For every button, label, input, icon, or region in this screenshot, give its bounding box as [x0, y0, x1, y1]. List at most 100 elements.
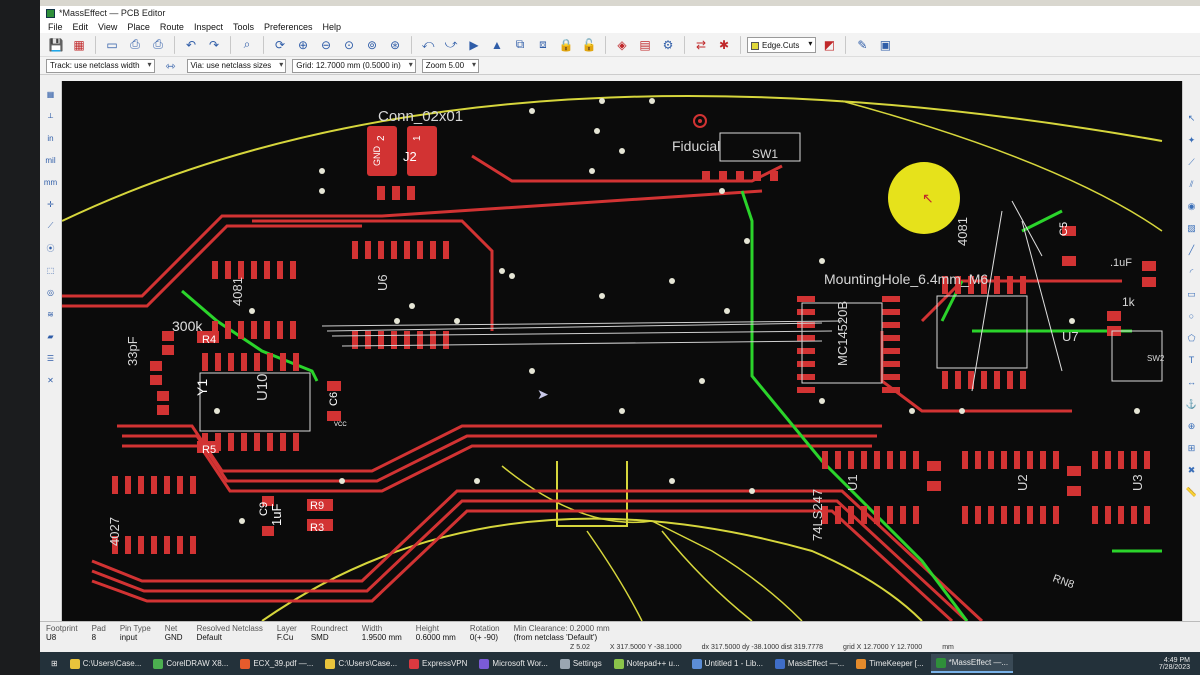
netlist-icon[interactable]: ◈	[617, 37, 627, 52]
taskbar-item-active[interactable]: *MassEffect —...	[930, 654, 1014, 673]
units-mm[interactable]: mm	[43, 177, 58, 187]
route-icon[interactable]: ⟋	[1188, 156, 1195, 167]
system-clock[interactable]: 4:49 PM 7/28/2023	[1159, 657, 1200, 671]
taskbar-item[interactable]: Settings	[555, 654, 607, 673]
line-icon[interactable]: ╱	[1188, 244, 1195, 255]
taskbar-item[interactable]: ECX_39.pdf —...	[235, 654, 318, 673]
highlight-net-icon[interactable]: ✦	[1187, 134, 1196, 145]
toolbar-divider	[684, 35, 685, 54]
text-icon[interactable]: T	[1188, 355, 1195, 365]
delete-icon[interactable]: ✖	[1187, 464, 1196, 475]
via-size-select[interactable]: Via: use netclass sizes	[186, 58, 287, 73]
cursor-icon[interactable]: ✛	[47, 199, 54, 209]
undo-icon[interactable]: ↶	[185, 37, 197, 52]
taskbar-item[interactable]: TimeKeeper [...	[851, 654, 928, 673]
menu-inspect[interactable]: Inspect	[193, 21, 223, 32]
taskbar-item[interactable]: MassEffect —...	[770, 654, 849, 673]
grid-origin-icon[interactable]: ⊞	[1187, 442, 1196, 453]
menu-edit[interactable]: Edit	[72, 21, 89, 32]
pcb-canvas[interactable]: ↖	[62, 81, 1182, 621]
ungroup-icon[interactable]: ⧈	[539, 37, 547, 51]
drc-icon[interactable]: ✱	[718, 37, 730, 52]
redo-icon[interactable]: ↷	[208, 37, 220, 52]
arc-icon[interactable]: ◜	[1189, 266, 1194, 277]
ic-mc14520b	[797, 296, 900, 393]
rect-icon[interactable]: ▭	[1187, 288, 1196, 299]
zone-icon[interactable]: ⬚	[46, 265, 55, 275]
layer-pair-icon[interactable]: ◩	[823, 37, 836, 52]
menu-place[interactable]: Place	[127, 21, 150, 32]
pcb-editor-window: *MassEffect — PCB Editor File Edit View …	[40, 6, 1200, 652]
zoom-selection-icon[interactable]: ⊛	[389, 37, 401, 52]
print-icon[interactable]: ⎙	[130, 37, 140, 51]
plot-icon[interactable]: ⎙	[153, 37, 163, 51]
scripting-icon[interactable]: ✎	[857, 37, 868, 52]
label-1uf-dot: .1uF	[1110, 257, 1132, 269]
page-settings-icon[interactable]: ▭	[106, 37, 118, 52]
board-setup-icon[interactable]: ▦	[73, 37, 85, 52]
unlock-icon[interactable]: 🔓	[581, 37, 597, 52]
anchor-icon[interactable]: ⚓	[1185, 398, 1198, 409]
mouse-cursor: ➤	[537, 387, 549, 403]
tool-icon[interactable]: ✕	[47, 375, 54, 385]
flip-icon[interactable]: ▶	[469, 37, 479, 52]
menu-help[interactable]: Help	[322, 21, 342, 32]
track-icon[interactable]: ≋	[47, 309, 54, 319]
taskbar-item[interactable]: C:\Users\Case...	[65, 654, 147, 673]
via-icon[interactable]: ◉	[1187, 200, 1196, 211]
console-icon[interactable]: ▣	[879, 37, 892, 52]
zoom-in-icon[interactable]: ⊕	[297, 37, 309, 52]
zone-icon[interactable]: ▨	[1187, 222, 1196, 233]
layer-selector[interactable]: Edge.Cuts	[747, 36, 817, 53]
polygon-icon[interactable]: ⬠	[1187, 332, 1196, 343]
grid-select[interactable]: Grid: 12.7000 mm (0.5000 in)	[292, 58, 416, 73]
group-icon[interactable]: ⧉	[515, 37, 525, 51]
auto-width-icon[interactable]: ⇿	[165, 58, 176, 73]
menu-preferences[interactable]: Preferences	[263, 21, 313, 32]
mirror-icon[interactable]: ▲	[491, 37, 503, 52]
diff-pair-icon[interactable]: ⫽	[1189, 178, 1194, 189]
grid-icon[interactable]: ▦	[46, 89, 55, 99]
menu-file[interactable]: File	[48, 21, 63, 32]
zoom-objects-icon[interactable]: ⊚	[366, 37, 378, 52]
menu-tools[interactable]: Tools	[232, 21, 254, 32]
zoom-select[interactable]: Zoom 5.00	[421, 58, 480, 73]
track-width-select[interactable]: Track: use netclass width	[46, 58, 155, 73]
measure-icon[interactable]: 📏	[1185, 486, 1198, 497]
menu-route[interactable]: Route	[159, 21, 184, 32]
footprint-editor-icon[interactable]: ⚙	[662, 37, 674, 52]
label-r5: R5	[202, 444, 216, 456]
footprint-library-icon[interactable]: ▤	[639, 37, 651, 52]
taskbar-item[interactable]: ExpressVPN	[404, 654, 472, 673]
taskbar-item[interactable]: CorelDRAW X8...	[148, 654, 233, 673]
rotate-cw-icon[interactable]: ⤻	[444, 37, 458, 51]
origin-icon[interactable]: ⊕	[1187, 420, 1196, 431]
refresh-icon[interactable]: ⟳	[274, 37, 286, 52]
update-pcb-icon[interactable]: ⇄	[695, 37, 707, 52]
lock-icon[interactable]: 🔒	[558, 37, 574, 52]
polar-icon[interactable]: ⟂	[47, 111, 54, 120]
ratsnest-icon[interactable]: ⟋	[47, 221, 54, 230]
circle-icon[interactable]: ○	[1188, 311, 1195, 321]
taskbar-item[interactable]: Untitled 1 - Lib...	[687, 654, 768, 673]
module-icon[interactable]: ▰	[47, 331, 54, 341]
highlight-icon[interactable]: ⦿	[46, 243, 55, 253]
via-icon[interactable]: ◎	[47, 287, 54, 297]
units-mil[interactable]: mil	[45, 155, 56, 165]
save-icon[interactable]: 💾	[48, 37, 64, 52]
dimension-icon[interactable]: ↔	[1187, 377, 1196, 387]
menu-view[interactable]: View	[98, 21, 118, 32]
zoom-out-icon[interactable]: ⊖	[320, 37, 332, 52]
rotate-ccw-icon[interactable]: ⤺	[421, 37, 435, 51]
taskbar-item[interactable]: C:\Users\Case...	[320, 654, 402, 673]
taskbar-item[interactable]: Notepad++ u...	[609, 654, 685, 673]
zoom-fit-icon[interactable]: ⊙	[343, 37, 355, 52]
select-icon[interactable]: ↖	[1187, 112, 1196, 123]
find-icon[interactable]: ⌕	[243, 37, 251, 51]
layers-icon[interactable]: ☰	[46, 353, 55, 363]
units-in[interactable]: in	[47, 133, 54, 143]
taskbar-item[interactable]: Microsoft Wor...	[474, 654, 552, 673]
start-icon[interactable]: ⊞	[51, 659, 58, 668]
